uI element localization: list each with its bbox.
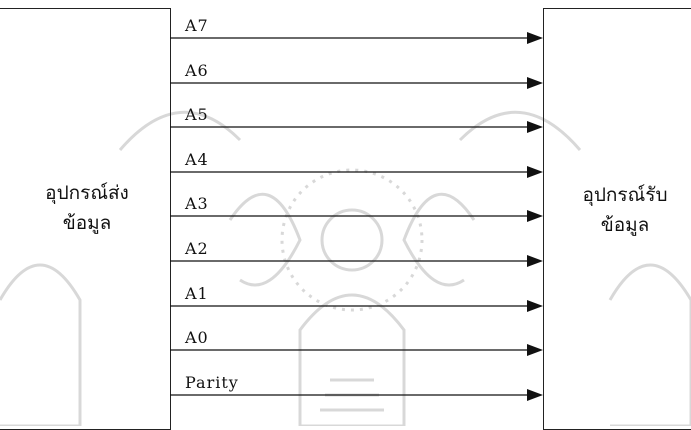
sender-label-line2: ข้อมูล xyxy=(62,212,112,234)
sender-device-label: อุปกรณ์ส่ง ข้อมูล xyxy=(22,178,152,238)
line-label-a3: A3 xyxy=(185,194,209,213)
line-a7 xyxy=(170,32,543,44)
line-label-a4: A4 xyxy=(185,150,209,169)
arrowhead-icon xyxy=(527,389,543,401)
arrowhead-icon xyxy=(527,166,543,178)
line-label-a6: A6 xyxy=(185,61,209,80)
line-a4 xyxy=(170,166,543,178)
line-label-parity: Parity xyxy=(185,373,239,392)
line-parity xyxy=(170,389,543,401)
sender-label-line1: อุปกรณ์ส่ง xyxy=(45,182,129,204)
line-a2 xyxy=(170,255,543,267)
line-label-a1: A1 xyxy=(185,284,209,303)
receiver-device-label: อุปกรณ์รับ ข้อมูล xyxy=(560,180,690,240)
line-label-a5: A5 xyxy=(185,105,209,124)
line-a5 xyxy=(170,121,543,133)
line-label-a0: A0 xyxy=(185,328,209,347)
receiver-label-line1: อุปกรณ์รับ xyxy=(582,184,668,206)
receiver-label-line2: ข้อมูล xyxy=(600,214,650,236)
arrowhead-icon xyxy=(527,344,543,356)
arrowhead-icon xyxy=(527,300,543,312)
arrowhead-icon xyxy=(527,210,543,222)
line-label-a7: A7 xyxy=(185,16,209,35)
line-label-a2: A2 xyxy=(185,239,209,258)
line-a0 xyxy=(170,344,543,356)
line-a6 xyxy=(170,77,543,89)
arrowhead-icon xyxy=(527,32,543,44)
line-a1 xyxy=(170,300,543,312)
arrowhead-icon xyxy=(527,255,543,267)
arrowhead-icon xyxy=(527,77,543,89)
line-a3 xyxy=(170,210,543,222)
arrowhead-icon xyxy=(527,121,543,133)
